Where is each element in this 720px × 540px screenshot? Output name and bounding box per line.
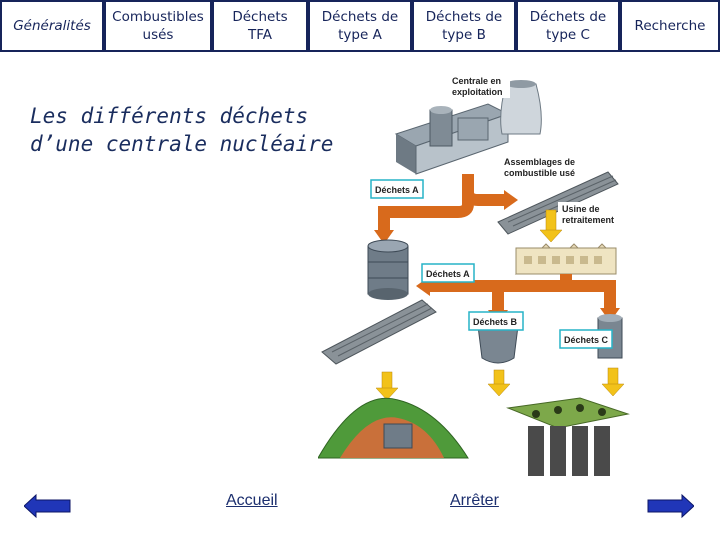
yellow-arrow-to-reprocessing xyxy=(539,209,563,243)
nav-generalites-label: Généralités xyxy=(13,18,91,34)
nav-dechets-type-a-label: Déchets de type A xyxy=(321,9,399,43)
fuel-label-2: combustible usé xyxy=(504,168,575,178)
reprocessing-label-2: retraitement xyxy=(562,215,614,225)
nav-combustibles-uses[interactable]: Combustibles usés xyxy=(104,0,212,52)
nav-recherche[interactable]: Recherche xyxy=(620,0,720,52)
nav-dechets-type-a[interactable]: Déchets de type A xyxy=(308,0,412,52)
yellow-arrow-to-disposal xyxy=(375,371,399,401)
yellow-arrows-to-deep-storage xyxy=(487,367,625,397)
nav-dechets-tfa[interactable]: Déchets TFA xyxy=(212,0,308,52)
nav-dechets-tfa-label: Déchets TFA xyxy=(232,9,288,43)
plant-label-2: exploitation xyxy=(452,87,503,97)
nav-dechets-type-b[interactable]: Déchets de type B xyxy=(412,0,516,52)
type-b-container-illustration xyxy=(477,325,519,364)
plant-label-1: Centrale en xyxy=(452,76,501,86)
waste-c-label: Déchets C xyxy=(564,335,609,345)
waste-drum-illustration xyxy=(367,239,409,300)
waste-a-mid-label: Déchets A xyxy=(426,269,470,279)
arrow-right-icon xyxy=(647,493,695,519)
home-link[interactable]: Accueil xyxy=(226,492,278,509)
waste-a-left-label: Déchets A xyxy=(375,185,419,195)
stop-link[interactable]: Arrêter xyxy=(450,492,499,509)
power-plant-illustration xyxy=(394,80,542,175)
previous-arrow-button[interactable] xyxy=(23,493,72,519)
surface-disposal-mound-illustration xyxy=(318,397,469,459)
nav-combustibles-uses-label: Combustibles usés xyxy=(112,9,204,43)
fuel-label-1: Assemblages de xyxy=(504,157,575,167)
nav-dechets-type-c[interactable]: Déchets de type C xyxy=(516,0,620,52)
page-title: Les différents déchets d’une centrale nu… xyxy=(30,102,334,158)
nuclear-waste-diagram: Centrale en exploitation Assemblages de … xyxy=(318,74,630,476)
nav-dechets-type-c-label: Déchets de type C xyxy=(529,9,607,43)
deep-storage-illustration xyxy=(506,397,630,476)
page-title-line-1: Les différents déchets xyxy=(30,104,309,128)
nav-generalites[interactable]: Généralités xyxy=(0,0,104,52)
nav-dechets-type-b-label: Déchets de type B xyxy=(425,9,503,43)
waste-b-label: Déchets B xyxy=(473,317,518,327)
reprocessing-plant-illustration xyxy=(514,243,617,275)
page-title-line-2: d’une centrale nucléaire xyxy=(30,132,334,156)
next-arrow-button[interactable] xyxy=(646,493,695,519)
arrow-left-icon xyxy=(23,493,71,519)
top-nav: Généralités Combustibles usés Déchets TF… xyxy=(0,0,720,54)
nav-recherche-label: Recherche xyxy=(634,18,706,34)
reprocessing-label-1: Usine de xyxy=(562,204,600,214)
orange-arrow-from-plant xyxy=(374,174,518,244)
surface-storage-grid-illustration xyxy=(321,299,437,365)
